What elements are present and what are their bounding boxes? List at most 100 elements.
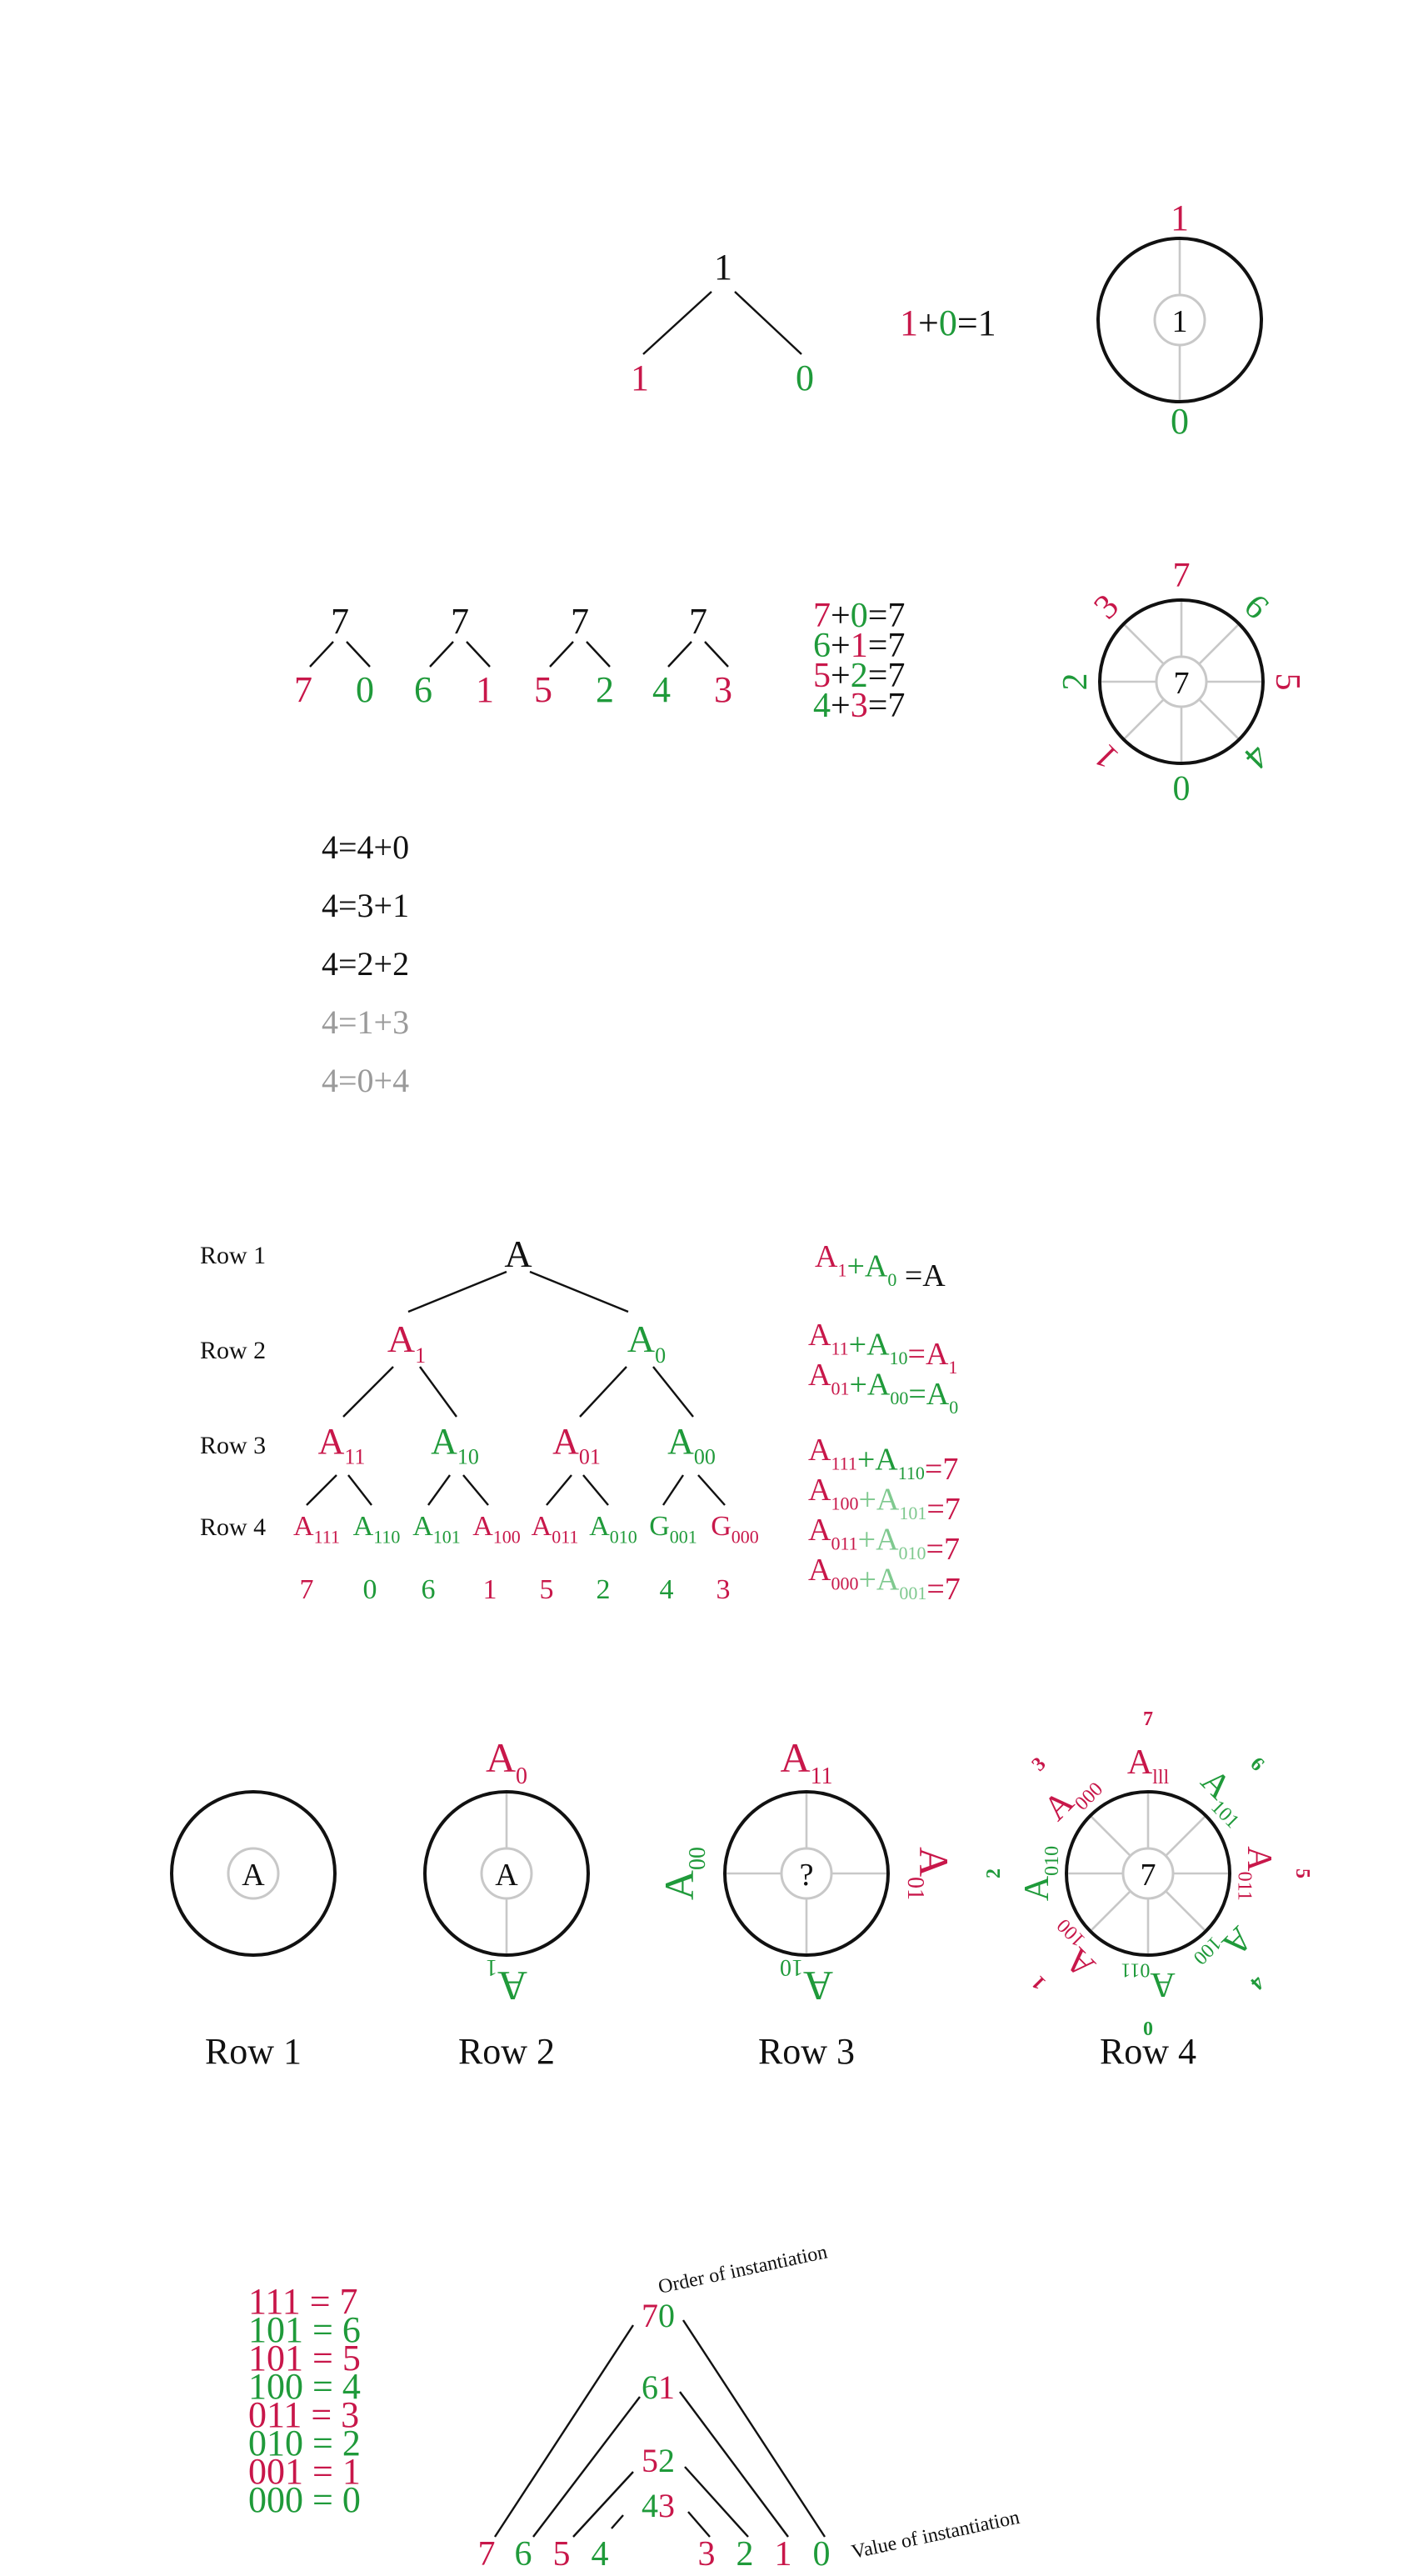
equation-subscript: 01 [831,1378,849,1398]
branch [546,1474,572,1506]
equation-subscript: 000 [831,1573,858,1593]
sec4-leaf-value: 5 [540,1574,554,1605]
sec2-circle-label: 3 [1087,588,1126,627]
sec6-bottom-value: 7 [478,2535,496,2573]
sec6-bottom-value: 3 [698,2535,716,2573]
sec4-equation-row2: A1+A0 =A [815,1239,946,1293]
branch [704,641,729,668]
chevron-line [679,2391,789,2538]
sec1-tree-root: 1 [714,247,732,288]
sec5-circle-1: A Row 1 [170,1790,337,2072]
sec4-row-label: Row 2 [200,1337,266,1364]
sec6-value-label: Value of instantiation [850,2507,1021,2563]
equation-term: =7 [925,1452,958,1487]
sec5-label-right: A01 [902,1847,957,1900]
sec6-apex-label: 70 [642,2297,675,2334]
sec2-circle-label: 4 [1236,737,1276,776]
sec5-circle-caption: Row 2 [458,2031,555,2072]
sec2-equations: 7+0=76+1=75+2=74+3=7 [813,597,905,725]
equation-term: + [831,597,851,635]
label-base: A [667,1421,694,1462]
sec4-row-label: Row 1 [200,1242,266,1269]
sec6-bottom-value: 0 [813,2535,831,2573]
sec5-label-ring: Alll [1127,1743,1170,1788]
outer-ring [1096,237,1263,403]
equation-subscript: 111 [831,1453,856,1473]
sec4-leaf-value: 0 [363,1574,377,1605]
branch [667,641,692,668]
sec5-circle-center: A [242,1858,265,1893]
equation-term: =A [908,1337,949,1372]
equation-term: +A [857,1442,898,1477]
equation-term: 0 [658,2297,675,2334]
sec2-circle-label: 2 [1056,673,1095,691]
chevron-line [493,2324,635,2538]
sec5-label-bottom: A10 [780,1954,833,2009]
equation-term: A [808,1318,831,1353]
label-subscript: 01 [902,1877,928,1900]
sec2-tree-left: 7 [294,669,312,710]
equation-subscript: 11 [831,1338,848,1358]
sec4-equation-row3: A01+A00=A0 [808,1358,958,1418]
equation-term: 7 [642,2297,658,2334]
outer-ring [1098,598,1265,765]
label-base: A [780,1734,810,1781]
equation-term: =7 [868,597,906,635]
equation-term: 7 [813,597,831,635]
label-base: A [589,1511,610,1542]
equation-term: 6 [642,2368,658,2406]
sec2-circle-label: 5 [1268,673,1306,691]
branch [549,641,574,668]
sec5-circle-center: 7 [1141,1858,1156,1893]
label-subscript: 0 [655,1343,666,1368]
equation-term: A [808,1553,831,1588]
outer-ring [1065,1790,1231,1957]
sec6-bottom-value: 4 [592,2535,609,2573]
sec6-binary-line: 000 = 0 [248,2479,361,2520]
sec6-binary-line: 001 = 1 [248,2451,361,2492]
label-base: G [649,1511,670,1542]
sec3-partition-line: 4=3+1 [322,887,409,924]
sec4-node-row4: G001 [649,1511,697,1548]
sec4-leaf-value: 6 [422,1574,436,1605]
label-base: A [353,1511,374,1542]
sec2-circle-label: 6 [1236,588,1276,627]
branch [579,1366,627,1418]
equation-term: 5 [642,2442,658,2479]
sec6-bottom-value: 5 [553,2535,571,2573]
branch [697,1474,726,1506]
equation-term: 1 [851,627,868,665]
sec4-equation-row4: A100+A101=7 [808,1473,961,1527]
equation-term: 3 [851,687,868,725]
sec6-apex-label: 52 [642,2442,675,2479]
section-1: 1 1 0 1+0=1 1 1 0 [631,198,1263,442]
equation-term: =7 [926,1492,960,1527]
sec4-equation-row4: A000+A001=7 [808,1553,961,1607]
equation-term: +A [858,1482,899,1517]
sec3-partitions: 4=4+04=3+14=2+24=1+34=0+4 [322,828,409,1099]
sec5-circle-center: A [495,1858,518,1893]
center-hub [480,1847,533,1900]
sec2-equation: 7+0=7 [813,597,905,635]
sec4-tree-root: A [504,1233,532,1275]
branch [346,641,371,668]
equation-term: 1 [900,303,918,343]
sec4-row-label: Row 3 [200,1432,266,1459]
label-subscript: 100 [493,1527,521,1548]
sec5-circle-caption: Row 1 [205,2031,302,2072]
equation-subscript: 0 [949,1397,958,1418]
sec1-tree-branch-right [734,291,802,355]
sec4-node-row4: A010 [589,1511,637,1548]
sec2-circle-center: 7 [1174,666,1190,701]
label-subscript: 000 [731,1527,759,1548]
equation-subscript: 110 [898,1463,925,1483]
equation-term: 5 [813,657,831,695]
equation-term: 0 [851,597,868,635]
sec5-number-ring: 1 [1028,1971,1051,1993]
label-base: A [472,1511,493,1542]
sec2-tree-right: 3 [714,669,732,710]
center-hub [780,1847,833,1900]
sec2-equation: 4+3=7 [813,687,905,725]
